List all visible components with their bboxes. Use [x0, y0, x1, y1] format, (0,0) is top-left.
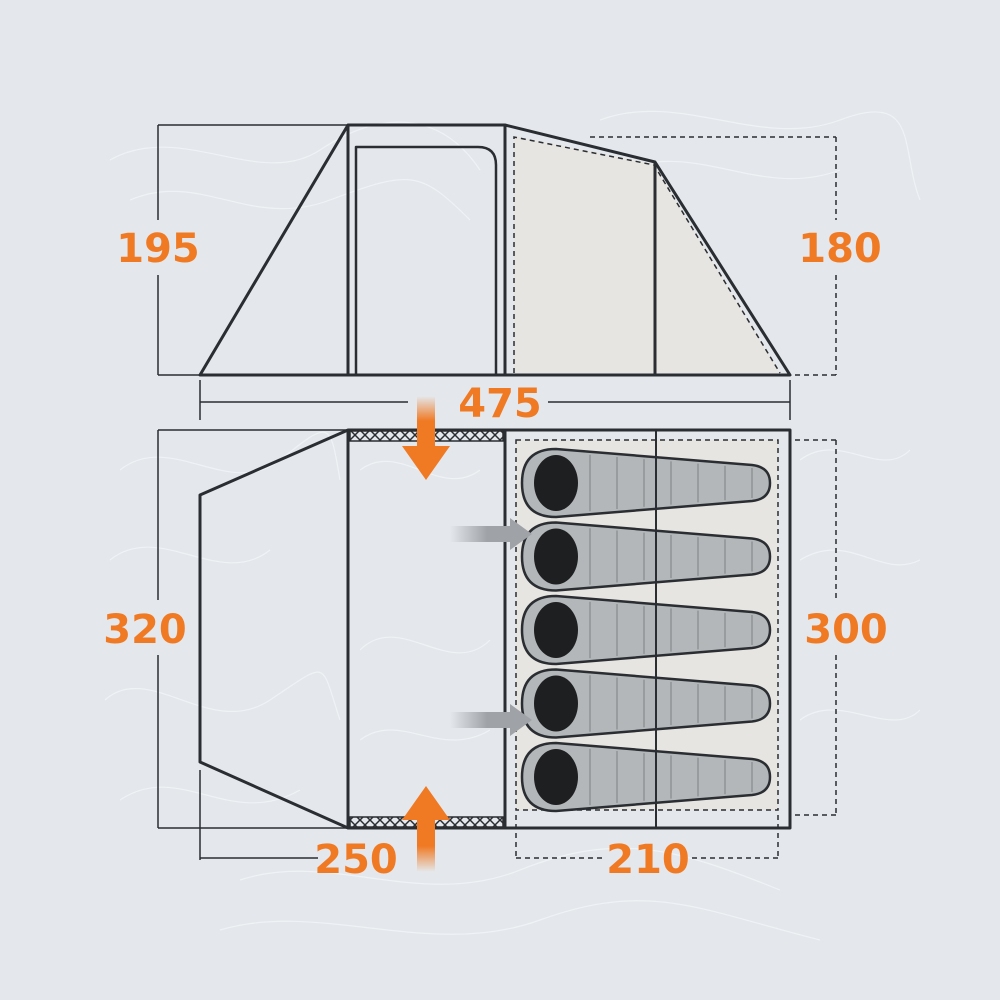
grey-arrow-icon	[450, 518, 532, 550]
side-dimensions	[157, 124, 837, 376]
height-living-label: 195	[116, 226, 200, 272]
sleeping-bag-icon	[520, 521, 772, 592]
sleeping-bag-head	[534, 749, 578, 805]
sleeping-bag-icon	[520, 447, 772, 519]
side-bedroom-fill	[514, 136, 780, 373]
sleeping-bag-head	[534, 602, 578, 658]
total-length-label: 475	[458, 381, 542, 427]
orange-arrow-icon	[402, 396, 450, 480]
side-outline	[198, 123, 792, 377]
side-bedroom-dashed	[513, 136, 781, 374]
orange-arrow-icon	[402, 786, 450, 872]
sleeping-bag-head	[534, 455, 578, 511]
length-dimension	[199, 380, 791, 420]
width-bedroom-label: 300	[804, 607, 888, 653]
sleeping-bag-head	[534, 675, 578, 732]
sleeping-bag-icon	[520, 741, 772, 813]
sleeping-bag-icon	[520, 594, 772, 666]
grey-arrow-icon	[450, 704, 532, 736]
width-living-label: 320	[103, 607, 187, 653]
sleeping-bag-icon	[520, 668, 772, 739]
sleeping-bag-head	[534, 528, 578, 585]
bedroom-dashed	[515, 439, 779, 811]
height-bedroom-label: 180	[798, 226, 882, 272]
side-elevation	[198, 123, 792, 377]
side-door	[354, 145, 498, 375]
living-length-label: 250	[314, 837, 398, 883]
floor-dimensions	[157, 429, 837, 860]
bedroom-length-label: 210	[606, 837, 690, 883]
sleeping-bags	[520, 447, 772, 813]
